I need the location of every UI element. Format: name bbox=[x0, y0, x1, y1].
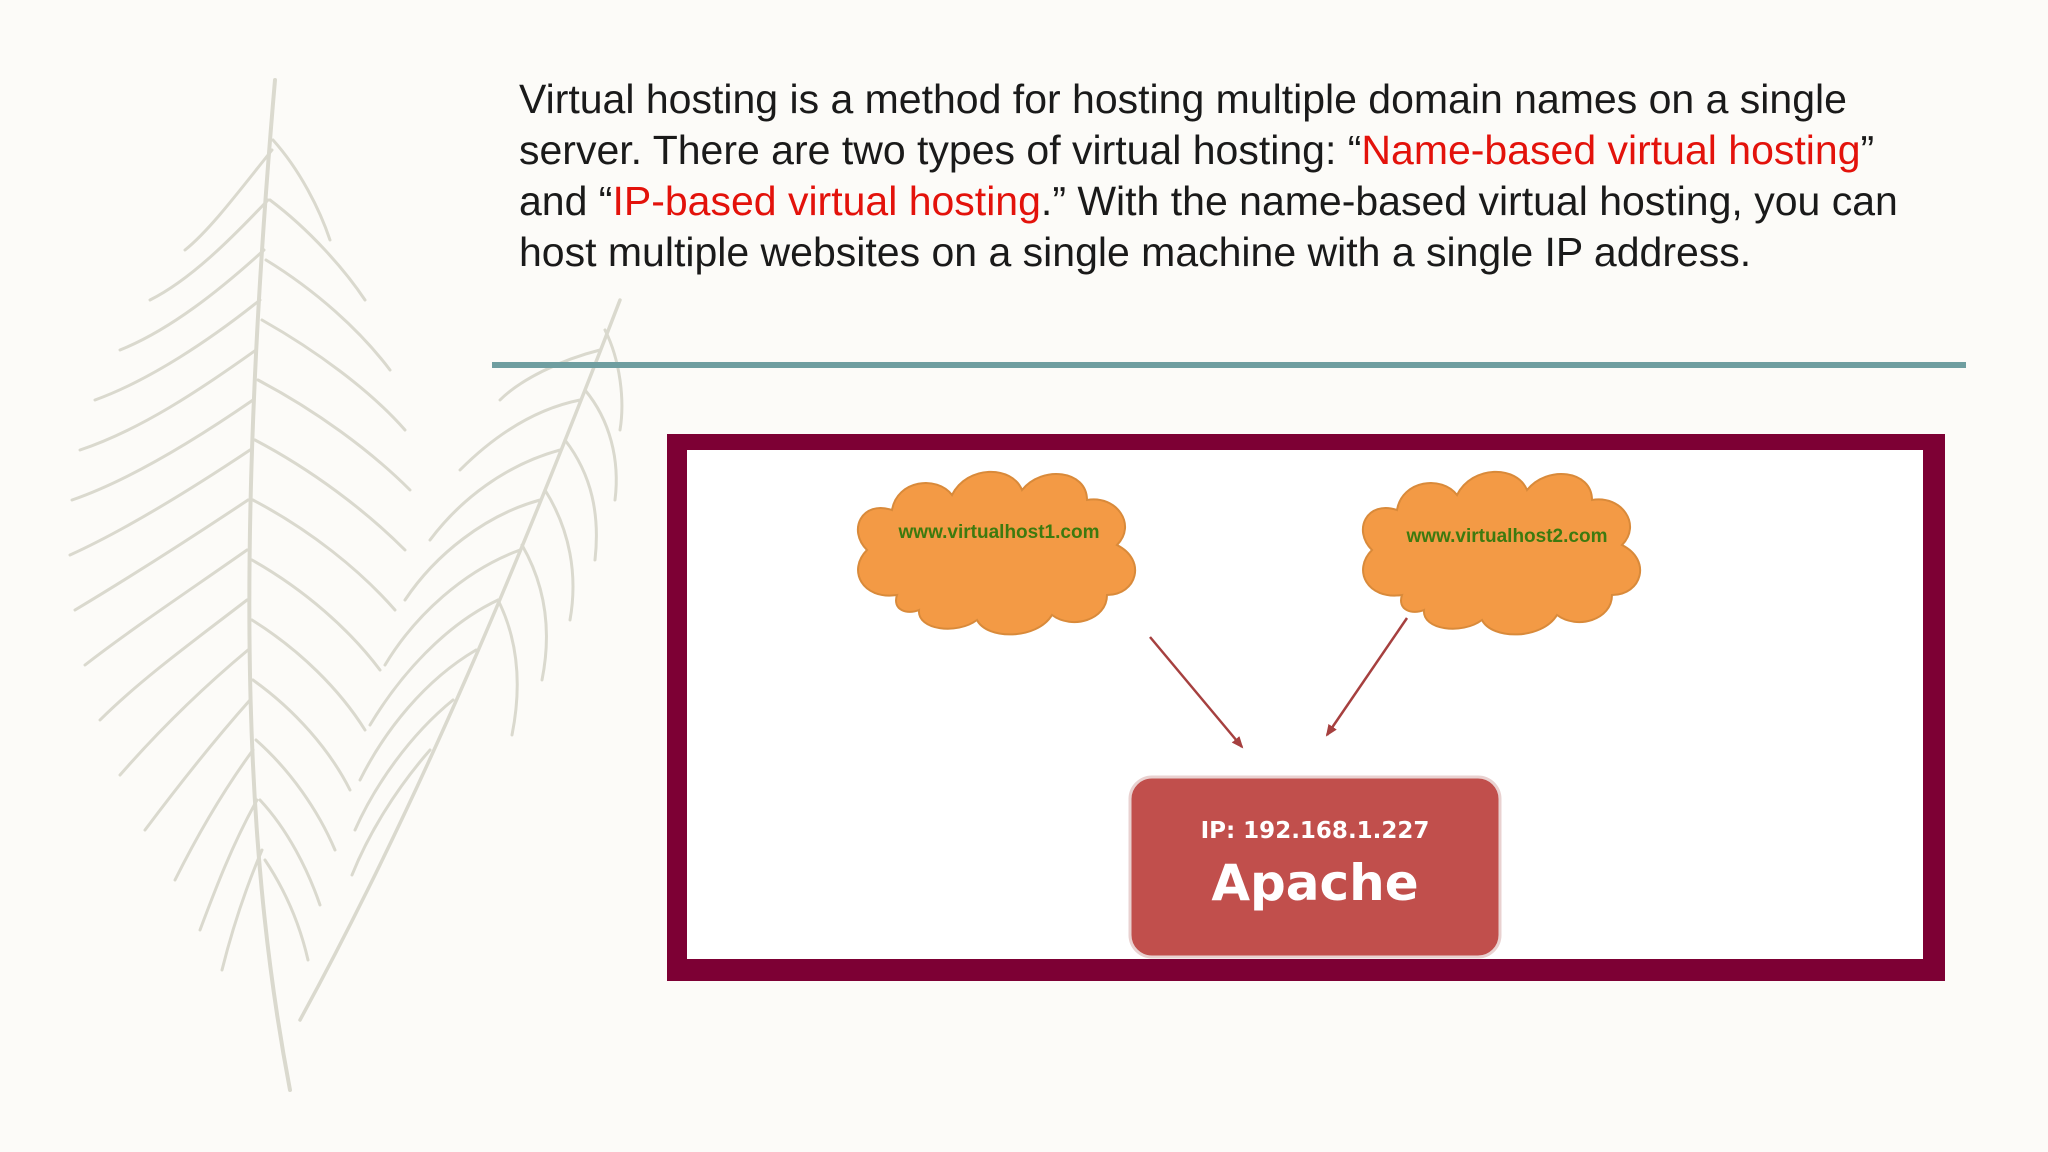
paragraph-line-2-end: ” bbox=[1860, 127, 1875, 173]
server-name-label: Apache bbox=[1211, 854, 1418, 912]
paragraph-line-4: host multiple websites on a single machi… bbox=[519, 229, 1752, 275]
cloud-shape bbox=[856, 470, 1137, 636]
arrow-host-2-to-server bbox=[1325, 617, 1409, 737]
divider-rule bbox=[492, 362, 1966, 368]
ip-based-hosting-highlight: IP-based virtual hosting bbox=[612, 178, 1041, 224]
server-ip-label: IP: 192.168.1.227 bbox=[1201, 818, 1430, 844]
cloud-shape bbox=[1361, 470, 1642, 636]
paragraph-line-3-end: .” With the name-based virtual hosting, … bbox=[1040, 178, 1898, 224]
cloud-host-2: www.virtualhost2.com bbox=[1361, 470, 1642, 636]
host-1-label: www.virtualhost1.com bbox=[898, 522, 1100, 543]
diagram-frame: www.virtualhost1.com www.virtualhost2.co… bbox=[667, 434, 1945, 981]
name-based-hosting-highlight: Name-based virtual hosting bbox=[1361, 127, 1861, 173]
diagram-canvas: www.virtualhost1.com www.virtualhost2.co… bbox=[687, 450, 1923, 959]
virtual-hosting-diagram: www.virtualhost1.com www.virtualhost2.co… bbox=[856, 470, 1642, 959]
server-box: IP: 192.168.1.227 Apache bbox=[1128, 775, 1502, 959]
paragraph-line-1: Virtual hosting is a method for hosting … bbox=[519, 76, 1847, 122]
description-paragraph: Virtual hosting is a method for hosting … bbox=[519, 74, 1979, 278]
paragraph-line-2-start: server. There are two types of virtual h… bbox=[519, 127, 1362, 173]
host-2-label: www.virtualhost2.com bbox=[1406, 526, 1608, 547]
paragraph-line-3-start: and “ bbox=[519, 178, 613, 224]
arrow-host-1-to-server bbox=[1149, 636, 1244, 749]
cloud-host-1: www.virtualhost1.com bbox=[856, 470, 1137, 636]
feather-decoration bbox=[68, 78, 624, 1092]
